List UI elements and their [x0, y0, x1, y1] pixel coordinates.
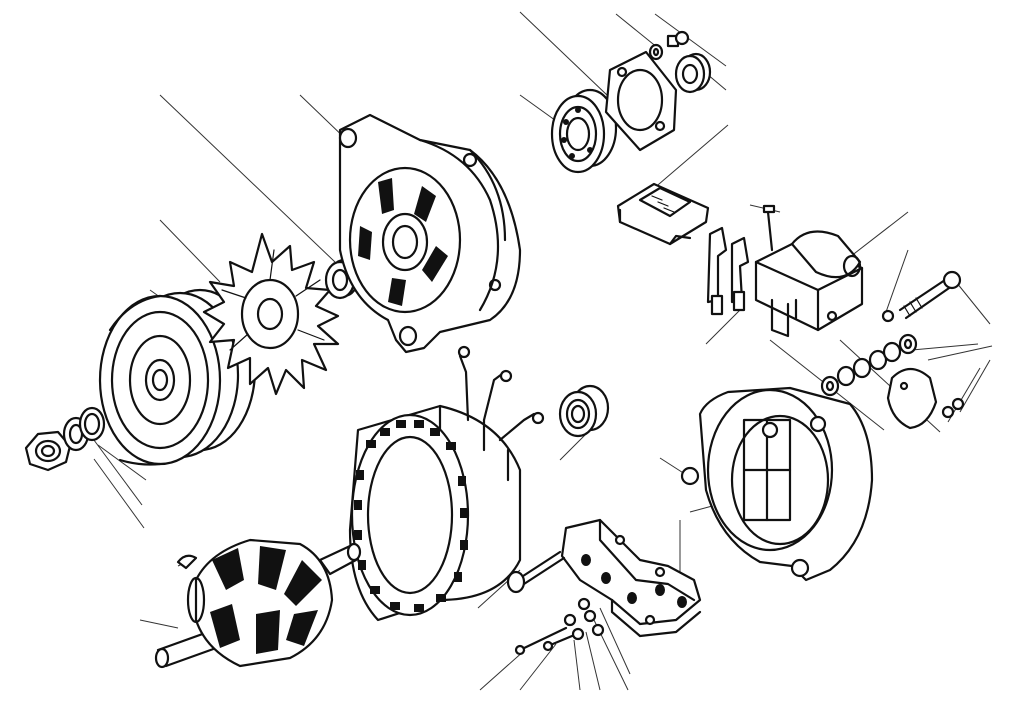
rectifier-bridge [560, 518, 702, 638]
rectifier-bolts [506, 550, 574, 656]
woodruff-key [176, 554, 198, 570]
stator [348, 345, 545, 622]
voltage-regulator [616, 182, 710, 246]
front-bearing [550, 88, 618, 174]
cover-screws [648, 30, 690, 61]
flat-washer [78, 406, 106, 442]
pulley-nut [24, 430, 72, 472]
diode-plate-washers [563, 597, 605, 641]
pulley [98, 288, 257, 466]
rear-bearing [558, 384, 610, 438]
through-bolt [881, 270, 962, 323]
insulating-washers [820, 333, 918, 397]
fan [202, 232, 340, 396]
stator-windings [354, 420, 468, 612]
terminal-cover [886, 367, 965, 430]
spacer-ring [324, 258, 360, 300]
bearing-cover-plate [604, 50, 678, 152]
small-bearing [674, 52, 712, 94]
drive-end-housing [338, 113, 522, 354]
slip-ring-end-housing [680, 386, 874, 582]
brush-holder [754, 204, 864, 338]
brush-contacts [706, 226, 750, 316]
rotor [154, 538, 362, 669]
